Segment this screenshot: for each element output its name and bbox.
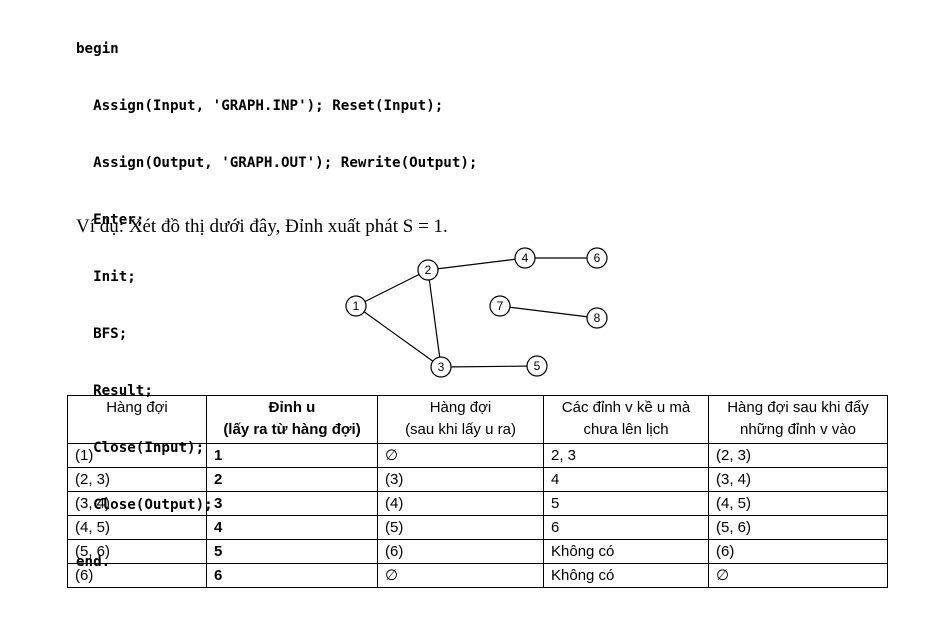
table-row: (6) 6 ∅ Không có ∅ bbox=[67, 563, 888, 588]
table-cell: 4 bbox=[543, 467, 709, 492]
graph-node-6: 6 bbox=[586, 247, 608, 269]
table-cell: 3 bbox=[206, 491, 378, 516]
table-cell: (4, 5) bbox=[708, 491, 888, 516]
code-line: Assign(Output, 'GRAPH.OUT'); Rewrite(Out… bbox=[76, 155, 478, 171]
header-line: Đỉnh u bbox=[268, 399, 316, 416]
table-row: (4, 5) 4 (5) 6 (5, 6) bbox=[67, 515, 888, 540]
table-cell: (4) bbox=[377, 491, 544, 516]
edge-7-8 bbox=[499, 305, 598, 319]
table-cell: (6) bbox=[377, 539, 544, 564]
table-row: (2, 3) 2 (3) 4 (3, 4) bbox=[67, 467, 888, 492]
header-line: Hàng đợi bbox=[106, 399, 168, 416]
table-cell: (2, 3) bbox=[67, 467, 207, 492]
table-cell: 5 bbox=[206, 539, 378, 564]
table-cell: (5, 6) bbox=[708, 515, 888, 540]
header-adjacent-unscheduled: Các đỉnh v kề u mà chưa lên lịch bbox=[543, 395, 709, 444]
node-label-3: 3 bbox=[438, 360, 445, 374]
table-cell: 2, 3 bbox=[543, 443, 709, 468]
table-cell: (5, 6) bbox=[67, 539, 207, 564]
table-cell: (6) bbox=[708, 539, 888, 564]
code-line: BFS; bbox=[76, 326, 128, 342]
header-queue: Hàng đợi bbox=[67, 395, 207, 444]
node-label-7: 7 bbox=[497, 299, 504, 313]
graph-node-3: 3 bbox=[430, 356, 452, 378]
edge-1-3 bbox=[355, 305, 442, 368]
table-cell: (1) bbox=[67, 443, 207, 468]
header-queue-after-push: Hàng đợi sau khi đẩy những đỉnh v vào bbox=[708, 395, 888, 444]
header-line: Các đỉnh v kề u mà bbox=[561, 399, 691, 416]
table-cell: (3, 4) bbox=[67, 491, 207, 516]
header-queue-after-pop: Hàng đợi (sau khi lấy u ra) bbox=[377, 395, 544, 444]
table-row: (1) 1 ∅ 2, 3 (2, 3) bbox=[67, 443, 888, 468]
node-label-6: 6 bbox=[594, 251, 601, 265]
table-cell: ∅ bbox=[708, 563, 888, 588]
edge-2-4 bbox=[427, 257, 526, 271]
table-cell: 5 bbox=[543, 491, 709, 516]
header-line: Hàng đợi sau khi đẩy bbox=[727, 399, 869, 416]
table-cell: (5) bbox=[377, 515, 544, 540]
table-cell: Không có bbox=[543, 563, 709, 588]
header-line: những đỉnh v vào bbox=[740, 421, 856, 438]
header-line: Hàng đợi bbox=[429, 399, 492, 416]
node-label-5: 5 bbox=[534, 359, 541, 373]
code-line: begin bbox=[76, 41, 119, 57]
table-cell: (6) bbox=[67, 563, 207, 588]
table-cell: 6 bbox=[206, 563, 378, 588]
header-line: chưa lên lịch bbox=[583, 421, 669, 438]
graph-node-7: 7 bbox=[489, 295, 511, 317]
table-cell: 1 bbox=[206, 443, 378, 468]
table-cell: ∅ bbox=[377, 563, 544, 588]
code-line: Assign(Input, 'GRAPH.INP'); Reset(Input)… bbox=[76, 98, 444, 114]
example-caption: Ví dụ: Xét đồ thị dưới đây, Đỉnh xuất ph… bbox=[76, 216, 448, 237]
graph-diagram: 1 2 3 4 5 6 7 8 bbox=[345, 247, 608, 378]
header-vertex-u: Đỉnh u (lấy ra từ hàng đợi) bbox=[206, 395, 378, 444]
header-line: (sau khi lấy u ra) bbox=[405, 421, 516, 438]
table-cell: (4, 5) bbox=[67, 515, 207, 540]
table-cell: (3, 4) bbox=[708, 467, 888, 492]
edge-3-5 bbox=[440, 365, 538, 368]
bfs-table: Hàng đợi Đỉnh u (lấy ra từ hàng đợi) Hàn… bbox=[67, 395, 888, 588]
graph-edges bbox=[355, 257, 598, 368]
node-label-4: 4 bbox=[522, 251, 529, 265]
code-line: Enter; bbox=[76, 212, 145, 228]
edge-2-3 bbox=[427, 269, 442, 368]
node-label-2: 2 bbox=[425, 263, 432, 277]
table-cell: 4 bbox=[206, 515, 378, 540]
table-cell: 2 bbox=[206, 467, 378, 492]
table-cell: (3) bbox=[377, 467, 544, 492]
table-cell: Không có bbox=[543, 539, 709, 564]
table-cell: 6 bbox=[543, 515, 709, 540]
table-row: (5, 6) 5 (6) Không có (6) bbox=[67, 539, 888, 564]
graph-node-1: 1 bbox=[345, 295, 367, 317]
code-line: Init; bbox=[76, 269, 136, 285]
node-label-8: 8 bbox=[594, 311, 601, 325]
edge-1-2 bbox=[355, 269, 429, 307]
table-cell: (2, 3) bbox=[708, 443, 888, 468]
graph-node-4: 4 bbox=[514, 247, 536, 269]
table-row: (3, 4) 3 (4) 5 (4, 5) bbox=[67, 491, 888, 516]
graph-node-8: 8 bbox=[586, 307, 608, 329]
graph-node-5: 5 bbox=[526, 355, 548, 377]
node-label-1: 1 bbox=[353, 299, 360, 313]
table-cell: ∅ bbox=[377, 443, 544, 468]
table-header-row: Hàng đợi Đỉnh u (lấy ra từ hàng đợi) Hàn… bbox=[67, 395, 888, 444]
graph-node-2: 2 bbox=[417, 259, 439, 281]
header-line: (lấy ra từ hàng đợi) bbox=[223, 421, 361, 438]
